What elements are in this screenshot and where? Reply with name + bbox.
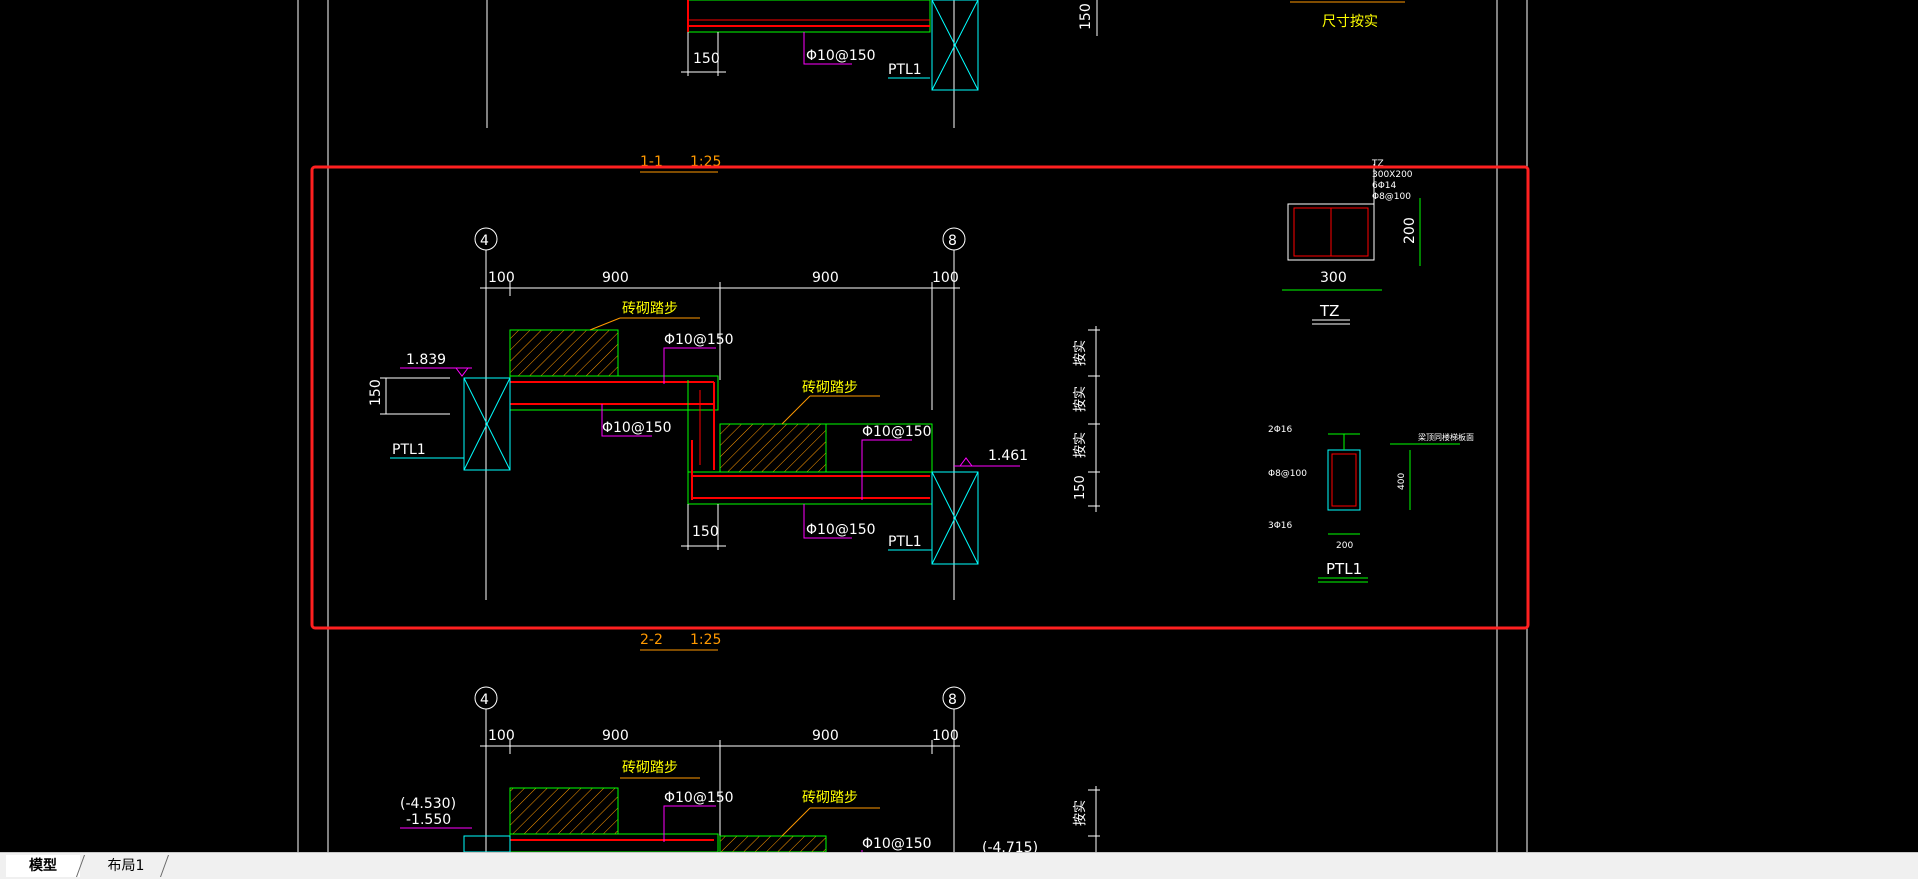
brick-step-label-2: 砖砌踏步	[802, 380, 858, 396]
lower-brick-step-1: 砖砌踏步	[622, 760, 678, 776]
section-2-2: 4 8 100 900 900 100 砖	[368, 159, 1474, 651]
drawing-svg: 150 Φ10@150 PTL1 150 尺寸按实 1-1 1:25 4 8 1…	[297, 0, 1530, 852]
rebar-label-4: Φ10@150	[806, 522, 876, 538]
cad-drawing-canvas[interactable]: 150 Φ10@150 PTL1 150 尺寸按实 1-1 1:25 4 8 1…	[0, 0, 1918, 852]
sec11-dim-150: 150	[693, 51, 720, 67]
tz-spec-3: 6Φ14	[1372, 181, 1397, 191]
lower-dim-900-left: 900	[602, 728, 629, 744]
sec11-dim-150-vert: 150	[1078, 3, 1094, 30]
lower-dim-100-left: 100	[488, 728, 515, 744]
ptl-stirrup: Φ8@100	[1268, 469, 1307, 479]
ptl-width: 200	[1336, 541, 1353, 551]
ptl-height: 400	[1397, 473, 1407, 490]
highlight-box	[310, 165, 1530, 630]
sec22-title: 2-2	[640, 632, 663, 648]
ptl1-label-left: PTL1	[392, 442, 426, 458]
dim-150-bottom: 150	[692, 524, 719, 540]
lower-brick-step-2: 砖砌踏步	[802, 790, 858, 806]
axis-8-label-lower: 8	[948, 692, 957, 708]
lower-rebar-1: Φ10@150	[664, 790, 734, 806]
as-built-1: 按实	[1073, 340, 1088, 366]
layout-tab-bar: 模型 布局1	[0, 852, 1918, 879]
level-1461: 1.461	[988, 448, 1028, 464]
ptl-bottom-bar: 3Φ16	[1268, 521, 1293, 531]
rebar-label-1: Φ10@150	[664, 332, 734, 348]
ptl-top-bar: 2Φ16	[1268, 425, 1293, 435]
sec22-scale: 1:25	[690, 632, 721, 648]
section-1-1: 150 Φ10@150 PTL1 150 尺寸按实 1-1 1:25	[486, 0, 1405, 173]
dim-150-right: 150	[1073, 475, 1088, 500]
lower-rebar-2: Φ10@150	[862, 836, 932, 852]
tz-height: 200	[1402, 217, 1418, 244]
axis-8-label: 8	[948, 233, 957, 249]
rebar-label-2: Φ10@150	[602, 420, 672, 436]
sec11-ptl1-label: PTL1	[888, 62, 922, 78]
ptl-note: 梁顶同楼梯板面	[1418, 432, 1474, 442]
tab-layout1[interactable]: 布局1	[107, 858, 145, 874]
sec11-rebar-label: Φ10@150	[806, 48, 876, 64]
tz-spec-1: TZ	[1371, 159, 1384, 169]
dim-150-left: 150	[368, 379, 384, 406]
section-lower: 4 8 100 900 900 100 砖砌踏步 砖砌踏步 Φ10@150 Φ1…	[400, 686, 1100, 852]
dim-900-right: 900	[812, 270, 839, 286]
dim-900-left: 900	[602, 270, 629, 286]
lower-as-built: 按实	[1073, 800, 1088, 826]
size-note: 尺寸按实	[1322, 14, 1378, 30]
level-neg-4715: (-4.715)	[982, 840, 1038, 852]
level-1839: 1.839	[406, 352, 446, 368]
lower-dim-900-right: 900	[812, 728, 839, 744]
tz-spec-2: 300X200	[1372, 170, 1413, 180]
ptl1-label-right: PTL1	[888, 534, 922, 550]
tab-model[interactable]: 模型	[6, 855, 80, 877]
brick-step-label-1: 砖砌踏步	[622, 301, 678, 317]
as-built-2: 按实	[1073, 386, 1088, 412]
ptl-label: PTL1	[1326, 560, 1362, 578]
dim-100-left: 100	[488, 270, 515, 286]
rebar-label-3: Φ10@150	[862, 424, 932, 440]
lower-dim-100-right: 100	[932, 728, 959, 744]
level-neg-1550: -1.550	[406, 812, 451, 828]
tz-label: TZ	[1319, 302, 1339, 320]
axis-4-label-lower: 4	[480, 692, 489, 708]
axis-4-label: 4	[480, 233, 489, 249]
dim-100-right: 100	[932, 270, 959, 286]
tz-width: 300	[1320, 270, 1347, 286]
tz-spec-4: Φ8@100	[1372, 192, 1411, 202]
as-built-3: 按实	[1073, 432, 1088, 458]
level-neg-4530: (-4.530)	[400, 796, 456, 812]
